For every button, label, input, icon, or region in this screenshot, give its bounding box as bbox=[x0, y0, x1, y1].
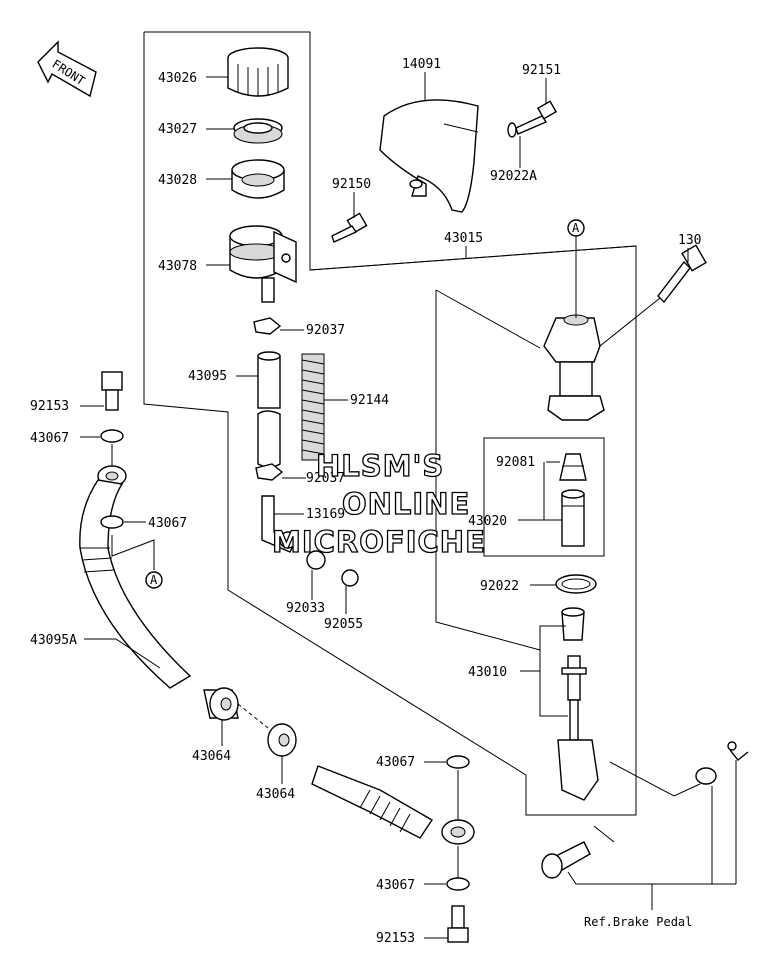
oring-92055 bbox=[341, 569, 359, 587]
label-43010: 43010 bbox=[468, 665, 507, 680]
cup-92081 bbox=[559, 453, 587, 481]
spring-92144 bbox=[301, 353, 325, 461]
watermark-line-2: ONLINE bbox=[342, 487, 470, 521]
clevis-pin bbox=[541, 841, 591, 879]
reference-marker-a-left: A bbox=[145, 571, 163, 589]
circlip-92033 bbox=[306, 550, 326, 570]
label-14091: 14091 bbox=[402, 57, 441, 72]
label-43067-d: 43067 bbox=[376, 878, 415, 893]
clip-92037-bottom bbox=[255, 463, 284, 481]
washer-43067-d bbox=[446, 877, 470, 891]
label-92153-bottom: 92153 bbox=[376, 931, 415, 946]
label-92081: 92081 bbox=[496, 455, 535, 470]
washer-43067-c bbox=[446, 755, 470, 769]
grommet-43064-b bbox=[267, 723, 297, 757]
bolt-92151 bbox=[515, 100, 558, 135]
svg-text:A: A bbox=[572, 221, 580, 235]
clip-92037-top bbox=[253, 317, 282, 335]
bolt-130 bbox=[657, 244, 707, 304]
snap-ring-92022 bbox=[555, 574, 597, 594]
reference-marker-a-top: A bbox=[567, 219, 585, 237]
label-92033: 92033 bbox=[286, 601, 325, 616]
washer-43067-a bbox=[100, 429, 124, 443]
washer-92022A bbox=[507, 122, 517, 138]
label-43095: 43095 bbox=[188, 369, 227, 384]
leader-lines bbox=[80, 72, 737, 939]
watermark-line-3: MICROFICHE bbox=[272, 525, 486, 559]
brake-hose-43095A bbox=[79, 465, 192, 689]
label-92153-top: 92153 bbox=[30, 399, 69, 414]
brake-hose-lower bbox=[311, 765, 475, 845]
banjo-bolt-92153-bottom bbox=[447, 905, 469, 943]
label-92151: 92151 bbox=[522, 63, 561, 78]
watermark-line-1: HLSM'S bbox=[316, 449, 444, 483]
label-92055: 92055 bbox=[324, 617, 363, 632]
label-92022: 92022 bbox=[480, 579, 519, 594]
label-130: 130 bbox=[678, 233, 701, 248]
part-labels: 43026 43027 43028 43078 14091 92151 9202… bbox=[30, 57, 701, 946]
label-43064-a: 43064 bbox=[192, 749, 231, 764]
label-92144: 92144 bbox=[350, 393, 389, 408]
label-92022A: 92022A bbox=[490, 169, 537, 184]
reservoir-plate bbox=[233, 118, 283, 144]
hose-43095 bbox=[257, 351, 281, 468]
master-cylinder-body bbox=[543, 314, 605, 421]
grommet-43064-a bbox=[203, 687, 239, 721]
label-43095A: 43095A bbox=[30, 633, 77, 648]
label-43067-a: 43067 bbox=[30, 431, 69, 446]
washer-43067-b bbox=[100, 515, 124, 529]
cotter-pin bbox=[727, 741, 749, 761]
banjo-bolt-92153-top bbox=[101, 371, 123, 411]
label-43020: 43020 bbox=[468, 514, 507, 529]
label-43015: 43015 bbox=[444, 231, 483, 246]
label-43026: 43026 bbox=[158, 71, 197, 86]
label-92150: 92150 bbox=[332, 177, 371, 192]
bolt-92150 bbox=[331, 212, 368, 243]
label-43027: 43027 bbox=[158, 122, 197, 137]
reservoir-cover bbox=[379, 99, 479, 213]
label-43067-c: 43067 bbox=[376, 755, 415, 770]
washer-pin bbox=[695, 767, 717, 785]
label-43064-b: 43064 bbox=[256, 787, 295, 802]
piston-43020 bbox=[561, 489, 585, 547]
svg-text:A: A bbox=[150, 573, 158, 587]
assembly-outline bbox=[143, 31, 637, 816]
ref-brake-pedal-label: Ref.Brake Pedal bbox=[584, 915, 692, 929]
front-arrow-icon: FRONT bbox=[37, 40, 97, 98]
label-43028: 43028 bbox=[158, 173, 197, 188]
watermark: HLSM'S ONLINE MICROFICHE bbox=[271, 448, 486, 559]
label-92037-top: 92037 bbox=[306, 323, 345, 338]
label-43067-b: 43067 bbox=[148, 516, 187, 531]
reservoir-body bbox=[229, 225, 297, 303]
push-rod-43010 bbox=[557, 607, 599, 801]
joint-13169 bbox=[261, 495, 297, 553]
reservoir-diaphragm bbox=[231, 159, 285, 199]
label-43078: 43078 bbox=[158, 259, 197, 274]
label-13169: 13169 bbox=[306, 507, 345, 522]
label-92037-bottom: 92037 bbox=[306, 471, 345, 486]
reservoir-cap bbox=[227, 47, 289, 97]
